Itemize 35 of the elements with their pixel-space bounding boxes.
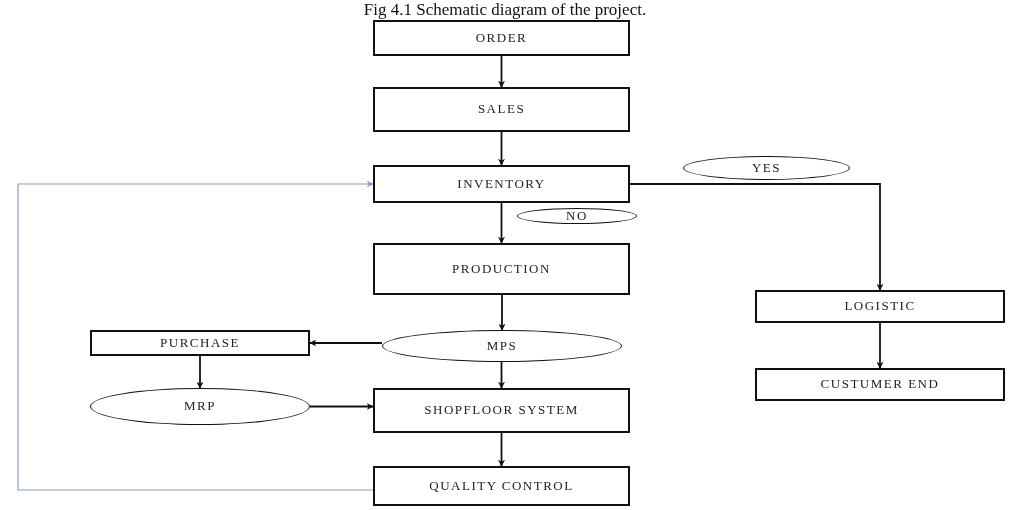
arrow bbox=[498, 202, 505, 244]
figure-title: Fig 4.1 Schematic diagram of the project. bbox=[362, 0, 648, 20]
arrow bbox=[309, 339, 383, 347]
process-box bbox=[755, 290, 1005, 323]
arrow bbox=[498, 361, 505, 389]
arrow bbox=[498, 131, 505, 166]
arrow bbox=[629, 183, 884, 291]
node-label: INVENTORY bbox=[457, 176, 546, 192]
process-box bbox=[373, 466, 630, 506]
node-label: NO bbox=[566, 208, 588, 224]
arrow bbox=[498, 432, 505, 467]
node-label: SHOPFLOOR SYSTEM bbox=[424, 403, 579, 418]
process-box bbox=[90, 330, 310, 356]
process-box bbox=[373, 388, 630, 433]
process-box bbox=[755, 368, 1005, 401]
node-label: PRODUCTION bbox=[452, 261, 551, 277]
arrow bbox=[498, 294, 506, 331]
arrow bbox=[498, 55, 505, 88]
node-label: LOGISTIC bbox=[844, 299, 916, 314]
node-label: MRP bbox=[184, 399, 216, 414]
node-label: SALES bbox=[477, 102, 526, 117]
arrow bbox=[876, 322, 884, 369]
node-label: MPS bbox=[486, 338, 518, 354]
process-box bbox=[373, 243, 630, 295]
process-box bbox=[373, 165, 630, 203]
arrow bbox=[309, 403, 374, 410]
node-label: ORDER bbox=[475, 30, 528, 46]
arrow bbox=[196, 355, 204, 389]
node-label: PURCHASE bbox=[160, 335, 240, 351]
process-box bbox=[373, 87, 630, 132]
arrow bbox=[17, 180, 374, 491]
node-label: YES bbox=[751, 160, 782, 176]
process-box bbox=[373, 20, 630, 56]
node-label: QUALITY CONTROL bbox=[429, 478, 574, 494]
node-label: CUSTUMER END bbox=[820, 377, 940, 392]
